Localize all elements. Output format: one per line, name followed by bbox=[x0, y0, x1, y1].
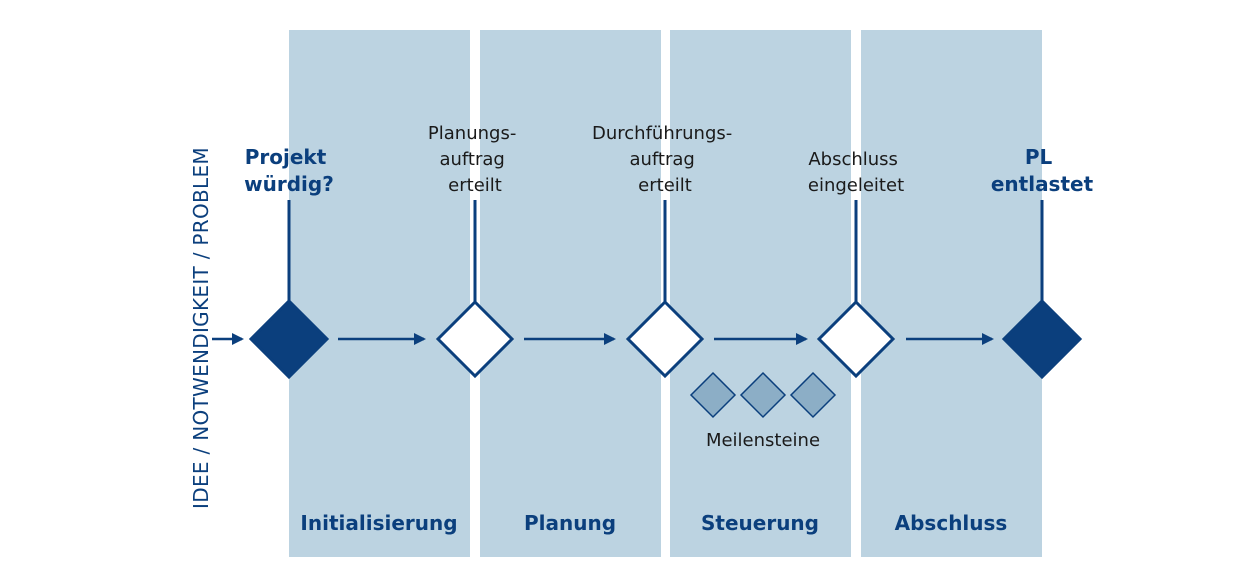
phase-column-initialisierung bbox=[289, 30, 470, 557]
phase-column-steuerung bbox=[670, 30, 851, 557]
gate-label-3-line-3: erteilt bbox=[638, 175, 692, 196]
gate-label-4-line-1: Abschluss bbox=[808, 149, 898, 170]
gate-label-1-line-2: würdig? bbox=[244, 172, 334, 196]
phase-label-steuerung: Steuerung bbox=[701, 511, 819, 535]
milestone-diamond-3 bbox=[789, 371, 837, 419]
gate-labels: Projekt würdig? Planungs- auftrag erteil… bbox=[244, 123, 1093, 196]
phase-columns bbox=[289, 30, 1042, 557]
gate-label-5-line-1: PL bbox=[1025, 145, 1053, 169]
gate-label-3: Durchführungs- auftrag erteilt bbox=[592, 123, 738, 196]
gate-diamonds bbox=[248, 298, 1083, 380]
milestones-label: Meilensteine bbox=[706, 430, 820, 451]
phase-label-abschluss: Abschluss bbox=[895, 511, 1008, 535]
milestone-diamond-1 bbox=[689, 371, 737, 419]
gate-diamond-4 bbox=[816, 299, 896, 379]
gate-diamond-3 bbox=[625, 299, 705, 379]
gate-label-1: Projekt würdig? bbox=[244, 145, 334, 196]
gate-diamond-5 bbox=[1001, 298, 1083, 380]
phase-column-abschluss bbox=[861, 30, 1042, 557]
milestones: Meilensteine bbox=[689, 371, 837, 451]
gate-label-4: Abschluss eingeleitet bbox=[808, 149, 904, 196]
gate-label-1-line-1: Projekt bbox=[245, 145, 327, 169]
gate-label-5-line-2: entlastet bbox=[991, 172, 1094, 196]
gate-diamond-2 bbox=[435, 299, 515, 379]
phase-column-planung bbox=[480, 30, 661, 557]
phase-label-planung: Planung bbox=[524, 511, 616, 535]
gate-label-2-line-2: auftrag bbox=[439, 149, 504, 170]
gate-label-5: PL entlastet bbox=[991, 145, 1094, 196]
gate-stems bbox=[287, 200, 1044, 302]
gate-label-2: Planungs- auftrag erteilt bbox=[428, 123, 522, 196]
side-label: IDEE / NOTWENDIGKEIT / PROBLEM bbox=[189, 147, 213, 509]
phase-label-initialisierung: Initialisierung bbox=[300, 511, 457, 535]
gate-label-4-line-2: eingeleitet bbox=[808, 175, 904, 196]
gate-label-3-line-1: Durchführungs- bbox=[592, 123, 732, 144]
milestone-diamond-2 bbox=[739, 371, 787, 419]
gate-diamond-1 bbox=[248, 298, 330, 380]
phase-labels: Initialisierung Planung Steuerung Abschl… bbox=[300, 511, 1007, 535]
gate-label-2-line-1: Planungs- bbox=[428, 123, 516, 144]
gate-label-2-line-3: erteilt bbox=[448, 175, 502, 196]
gate-label-3-line-2: auftrag bbox=[629, 149, 694, 170]
